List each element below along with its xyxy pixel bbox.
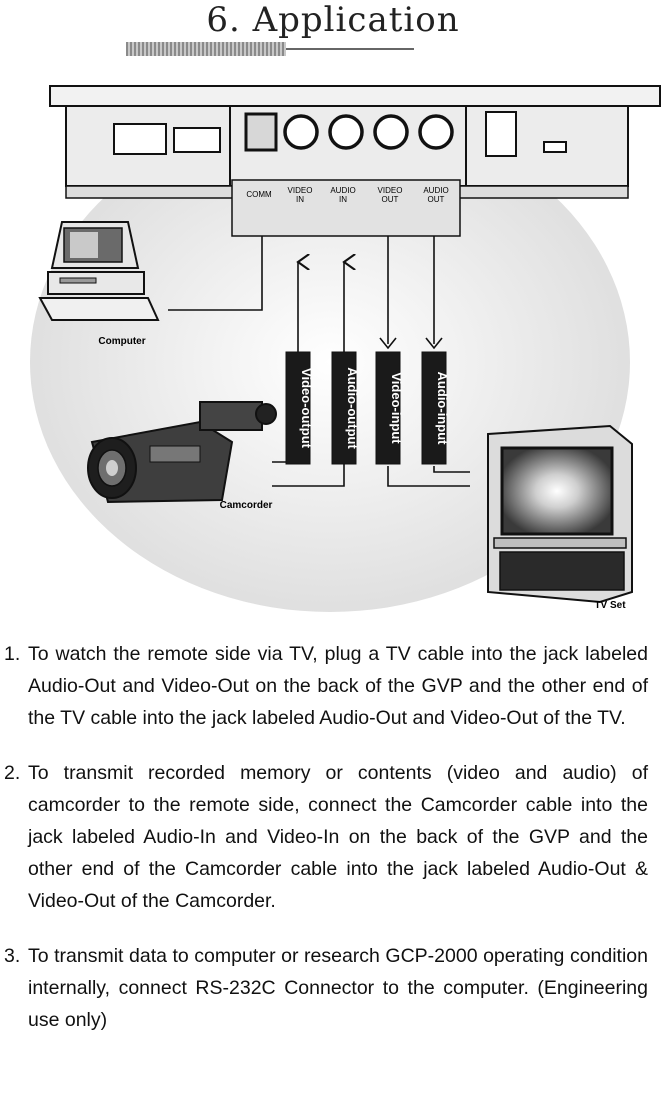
cable-audio-input-text: Audio-input [435, 372, 450, 446]
audio-out-jack [418, 114, 454, 150]
cable-label-audio-output: Audio-output [331, 351, 360, 465]
video-out-jack [373, 114, 409, 150]
tv-label: TV Set [594, 600, 626, 611]
jack-label-audio-out-sub: OUT [428, 195, 445, 204]
page-title: 6. Application [206, 0, 460, 40]
title-underline-bar [126, 42, 286, 56]
comm-port [244, 112, 278, 152]
instruction-item-1: 1. To watch the remote side via TV, plug… [0, 638, 648, 734]
camcorder-label: Camcorder [220, 500, 273, 511]
camcorder-illustration: Camcorder [87, 401, 277, 511]
instructions-list: 1. To watch the remote side via TV, plug… [0, 638, 666, 1059]
instruction-number: 1. [4, 643, 21, 665]
audio-in-jack [328, 114, 364, 150]
instruction-number: 3. [4, 945, 21, 967]
video-in-jack [283, 114, 319, 150]
instruction-text: To watch the remote side via TV, plug a … [28, 643, 648, 729]
cable-label-video-input: Video-input [375, 351, 404, 465]
instruction-item-2: 2. To transmit recorded memory or conten… [0, 757, 648, 917]
instruction-text: To transmit recorded memory or contents … [28, 762, 648, 912]
jack-label-audio-out: AUDIO [423, 186, 448, 195]
left-port-1 [113, 123, 167, 155]
cable-video-input-text: Video-input [389, 372, 404, 444]
cable-label-video-output: Video-output [285, 351, 314, 465]
jack-label-video-out: VIDEO [378, 186, 403, 195]
jack-label-video-in-sub: IN [296, 195, 304, 204]
jack-label-comm: COMM [246, 190, 272, 199]
jack-label-audio-in-sub: IN [339, 195, 347, 204]
jack-label-video-in: VIDEO [288, 186, 313, 195]
instruction-number: 2. [4, 762, 21, 784]
instruction-text: To transmit data to computer or research… [28, 945, 648, 1031]
computer-illustration: Computer [38, 221, 160, 347]
cable-label-audio-input: Audio-input [421, 351, 450, 465]
connection-diagram: COMM VIDEO IN AUDIO IN VIDEO OUT AUDIO O… [30, 85, 661, 612]
jack-label-video-out-sub: OUT [382, 195, 399, 204]
title-underline-rule [286, 48, 414, 50]
computer-label: Computer [98, 336, 145, 347]
gvp-device: COMM VIDEO IN AUDIO IN VIDEO OUT AUDIO O… [49, 85, 661, 237]
cable-audio-output-text: Audio-output [345, 367, 360, 449]
instruction-item-3: 3. To transmit data to computer or resea… [0, 940, 648, 1036]
cable-video-output-text: Video-output [299, 368, 314, 449]
jack-label-audio-in: AUDIO [330, 186, 355, 195]
left-port-2 [173, 127, 221, 153]
tv-illustration: TV Set [487, 424, 633, 611]
jack-label-strip [231, 179, 461, 237]
